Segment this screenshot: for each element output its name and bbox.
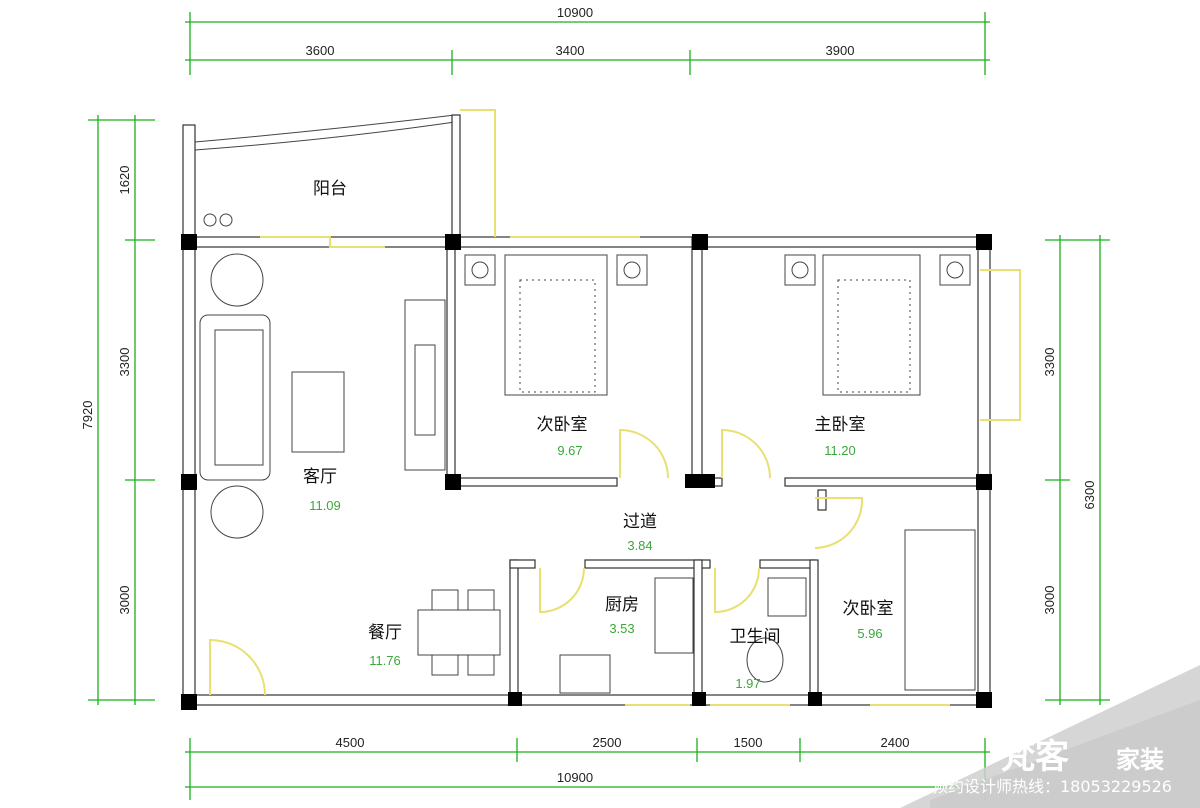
stove bbox=[559, 654, 611, 694]
walls bbox=[181, 114, 992, 710]
furniture bbox=[199, 213, 976, 694]
room-third-bedroom-label: 次卧室 bbox=[843, 599, 894, 619]
dim-left-2: 3300 bbox=[117, 348, 132, 377]
plant-icon bbox=[210, 253, 264, 307]
room-third-bedroom-area: 5.96 bbox=[857, 626, 882, 641]
dim-top-1: 3600 bbox=[306, 43, 335, 58]
dim-top-3: 3900 bbox=[826, 43, 855, 58]
watermark: 梵客 家装 预约设计师热线：18053229526 bbox=[900, 665, 1200, 808]
room-master-bedroom-area: 11.20 bbox=[824, 443, 856, 458]
washbasin bbox=[767, 577, 807, 617]
room-second-bedroom-area: 9.67 bbox=[557, 443, 582, 458]
dim-bottom-total: 10900 bbox=[557, 770, 593, 785]
bed bbox=[504, 254, 608, 396]
room-dining-label: 餐厅 bbox=[368, 623, 402, 643]
room-bathroom-label: 卫生间 bbox=[730, 627, 781, 647]
dining-table bbox=[417, 609, 501, 656]
room-corridor-area: 3.84 bbox=[627, 538, 652, 553]
dimension-lines bbox=[88, 12, 1110, 800]
dim-left-total: 7920 bbox=[80, 401, 95, 430]
watermark-hotline: 预约设计师热线：18053229526 bbox=[932, 777, 1172, 796]
dim-top-2: 3400 bbox=[556, 43, 585, 58]
nightstand bbox=[784, 254, 816, 286]
dim-left-1: 1620 bbox=[117, 166, 132, 195]
room-master-bedroom-label: 主卧室 bbox=[815, 415, 866, 435]
room-living-area: 11.09 bbox=[309, 498, 341, 513]
windows bbox=[260, 109, 1021, 706]
watermark-brand: 梵客 bbox=[1001, 737, 1069, 777]
nightstand bbox=[939, 254, 971, 286]
dim-bottom-4: 2400 bbox=[881, 735, 910, 750]
sofa bbox=[199, 314, 271, 481]
dim-bottom-1: 4500 bbox=[336, 735, 365, 750]
room-dining-area: 11.76 bbox=[369, 653, 401, 668]
dim-right-total: 6300 bbox=[1082, 481, 1097, 510]
kitchen-sink bbox=[654, 577, 694, 654]
dim-left-3: 3000 bbox=[117, 586, 132, 615]
tv-cabinet bbox=[404, 299, 446, 471]
plant-icon bbox=[210, 485, 264, 539]
nightstand bbox=[464, 254, 496, 286]
doors bbox=[209, 428, 864, 696]
watermark-brand-suffix: 家装 bbox=[1116, 746, 1164, 774]
bed bbox=[822, 254, 921, 396]
room-corridor-label: 过道 bbox=[623, 512, 657, 532]
single-bed bbox=[904, 529, 976, 691]
toilet bbox=[746, 637, 784, 683]
room-second-bedroom-label: 次卧室 bbox=[537, 415, 588, 435]
dim-right-1: 3300 bbox=[1042, 348, 1057, 377]
dim-right-2: 3000 bbox=[1042, 586, 1057, 615]
dim-top-total: 10900 bbox=[557, 5, 593, 20]
nightstand bbox=[616, 254, 648, 286]
dim-bottom-3: 1500 bbox=[734, 735, 763, 750]
room-balcony-label: 阳台 bbox=[313, 179, 347, 199]
room-kitchen-label: 厨房 bbox=[605, 595, 639, 615]
room-living-label: 客厅 bbox=[303, 467, 337, 487]
coffee-table bbox=[291, 371, 345, 453]
room-bathroom-area: 1.97 bbox=[735, 676, 760, 691]
dim-bottom-2: 2500 bbox=[593, 735, 622, 750]
room-kitchen-area: 3.53 bbox=[609, 621, 634, 636]
